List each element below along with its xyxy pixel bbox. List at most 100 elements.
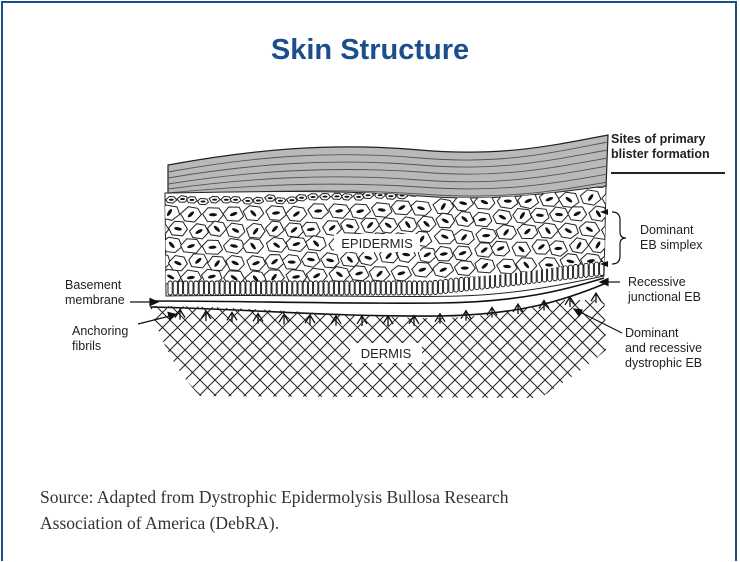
basal-cell <box>293 281 297 295</box>
basal-cell <box>428 281 432 295</box>
cell-nucleus <box>157 260 165 263</box>
basal-cell <box>199 281 203 295</box>
basal-cell <box>345 281 349 295</box>
dermis-fiber <box>0 300 10 400</box>
source-caption: Source: Adapted from Dystrophic Epidermo… <box>40 484 700 536</box>
basal-cell <box>262 281 266 295</box>
basal-cell <box>178 281 182 295</box>
basal-cell <box>210 281 214 295</box>
basal-cell <box>298 281 302 295</box>
basal-cell <box>360 281 364 295</box>
basal-cell <box>412 281 416 295</box>
basal-cell <box>532 269 536 283</box>
cell-nucleus <box>233 199 238 201</box>
basal-cell <box>236 281 240 295</box>
basal-cell <box>251 281 255 295</box>
basal-cell <box>594 262 598 276</box>
anchoring-fibril <box>305 315 315 325</box>
left-leaders <box>130 299 176 325</box>
cell-nucleus <box>180 198 185 200</box>
dermis-fiber <box>0 300 25 400</box>
basal-cell <box>366 281 370 295</box>
dermis-fiber <box>0 300 40 400</box>
dermis-fiber <box>705 300 740 400</box>
basal-cell <box>246 281 250 295</box>
basal-cell <box>324 281 328 295</box>
dermis-fiber <box>0 300 70 400</box>
basal-cell <box>506 272 510 286</box>
basal-cell <box>241 281 245 295</box>
basal-cell <box>475 276 479 290</box>
basal-cell <box>459 278 463 292</box>
dominant-eb-simplex-label: Dominant EB simplex <box>640 223 703 253</box>
basal-cell <box>558 266 562 280</box>
basal-cell <box>553 267 557 281</box>
basal-cell <box>376 281 380 295</box>
dermis-fiber <box>735 300 740 400</box>
basal-cell <box>470 276 474 290</box>
cell-nucleus <box>224 199 229 201</box>
basal-cell <box>501 273 505 287</box>
basal-cell <box>579 264 583 278</box>
cell-nucleus <box>366 194 371 196</box>
cell-nucleus <box>608 227 617 233</box>
cell-nucleus <box>256 200 261 202</box>
basal-cell <box>516 271 520 285</box>
dystrophic-label-line1: Dominant <box>625 326 702 341</box>
basal-cell <box>277 281 281 295</box>
basal-cell <box>444 279 448 293</box>
basal-cell <box>548 267 552 281</box>
basal-cell <box>319 281 323 295</box>
dermis-fiber <box>720 300 740 400</box>
anchoring-fibril <box>357 316 367 326</box>
dystrophic-eb-label: Dominant and recessive dystrophic EB <box>625 326 702 371</box>
recessive-junctional-eb-label: Recessive junctional EB <box>628 275 701 305</box>
anchoring-fibril <box>513 304 523 314</box>
cell-nucleus <box>609 181 614 183</box>
basal-cell <box>433 281 437 295</box>
basal-cell <box>184 281 188 295</box>
anchoring-label-line1: Anchoring <box>72 324 128 339</box>
basal-cell <box>189 281 193 295</box>
basal-cell <box>589 263 593 277</box>
basement-label-line2: membrane <box>65 293 125 308</box>
dermis-label: DERMIS <box>361 346 412 361</box>
basal-cell <box>386 281 390 295</box>
basal-cell <box>568 265 572 279</box>
basal-cell <box>230 281 234 295</box>
simplex-label-line1: Dominant <box>640 223 703 238</box>
epidermis-label: EPIDERMIS <box>341 236 413 251</box>
basal-cell <box>308 281 312 295</box>
dermis-fiber <box>720 300 740 400</box>
basal-cell <box>407 281 411 295</box>
basal-cell <box>480 275 484 289</box>
basal-cell <box>288 281 292 295</box>
dermis-fiber <box>735 300 740 400</box>
basal-cell <box>584 263 588 277</box>
cell-nucleus <box>209 213 217 216</box>
anchoring-fibril <box>409 316 419 326</box>
cell-nucleus <box>344 196 349 198</box>
stratum-corneum <box>168 135 608 201</box>
source-line2: Association of America (DebRA). <box>40 510 700 536</box>
basal-cell <box>490 274 494 288</box>
cell-nucleus <box>608 196 617 203</box>
cell-nucleus <box>212 199 217 201</box>
basal-cell <box>340 281 344 295</box>
basal-cell <box>418 281 422 295</box>
basal-cell <box>329 281 333 295</box>
basal-cell <box>537 269 541 283</box>
basal-cell <box>355 281 359 295</box>
dermis-fiber <box>705 300 740 400</box>
cell-nucleus <box>245 200 250 202</box>
basal-cell <box>256 281 260 295</box>
cell-nucleus <box>158 199 163 201</box>
basal-cell <box>350 281 354 295</box>
basal-cell <box>522 270 526 284</box>
anchoring-label-line2: fibrils <box>72 339 128 354</box>
basal-cell <box>527 270 531 284</box>
epidermal-cell <box>606 179 617 186</box>
dermis-fiber <box>0 300 40 400</box>
cell-nucleus <box>299 197 304 199</box>
basal-cell <box>371 281 375 295</box>
